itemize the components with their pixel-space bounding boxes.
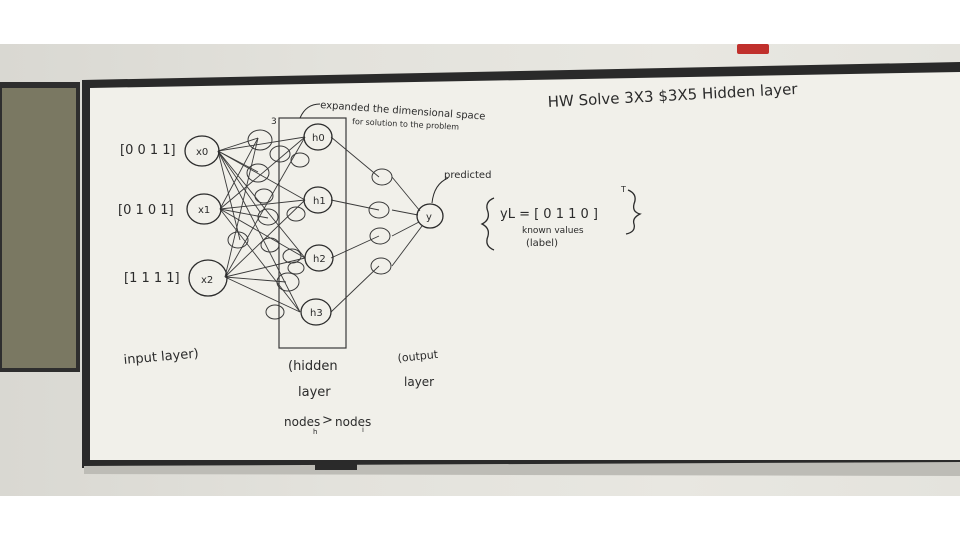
input-vector-2: [1 1 1 1] xyxy=(124,271,180,286)
equation-superscript: T xyxy=(620,185,626,194)
nodes-note-i: nodes xyxy=(335,415,371,429)
input-vector-1: [0 1 0 1] xyxy=(118,203,174,218)
nodes-subscript-h: h xyxy=(313,428,317,436)
output-layer-label-1: (output xyxy=(397,348,439,365)
nodes-subscript-i: i xyxy=(362,426,364,434)
hidden-node-h0: h0 xyxy=(303,123,333,151)
svg-text:x2: x2 xyxy=(201,275,213,286)
hidden-node-h1: h1 xyxy=(303,186,333,214)
hidden-layer-box xyxy=(278,117,347,349)
input-vector-0: [0 0 1 1] xyxy=(120,143,176,158)
eraser xyxy=(315,461,357,470)
known-values: known values xyxy=(522,226,584,236)
corkboard xyxy=(2,88,76,368)
hidden-node-h3: h3 xyxy=(300,298,332,326)
hidden-node-h2: h2 xyxy=(304,244,334,272)
svg-text:x0: x0 xyxy=(196,147,208,158)
svg-text:x1: x1 xyxy=(198,205,210,216)
input-layer-label: input layer) xyxy=(123,346,199,368)
annotation-pointer xyxy=(299,103,321,119)
output-layer-label-2: layer xyxy=(404,375,434,389)
equation-brace-right xyxy=(625,189,642,235)
svg-text:h0: h0 xyxy=(312,133,325,144)
equation-brace-left xyxy=(480,197,495,251)
whiteboard-scene: x0 x1 x2 [0 0 1 1] [0 1 0 1] [1 1 1 1] xyxy=(0,44,960,476)
hidden-tag: 3 xyxy=(271,117,277,127)
hidden-layer-label-2: layer xyxy=(298,385,331,400)
marker-tray xyxy=(84,462,960,476)
input-nodes: x0 x1 x2 xyxy=(184,135,228,297)
svg-text:h2: h2 xyxy=(313,254,326,265)
svg-text:h1: h1 xyxy=(313,196,326,207)
svg-text:y: y xyxy=(426,212,432,223)
predicted-arrow xyxy=(431,177,449,204)
input-node-x1: x1 xyxy=(186,193,222,225)
intermediate-nodes xyxy=(227,129,393,320)
input-node-x0: x0 xyxy=(184,135,220,167)
nodes-note-h: nodes xyxy=(284,415,320,429)
fire-alarm xyxy=(737,44,769,54)
svg-text:h3: h3 xyxy=(310,308,323,319)
classroom-wall: x0 x1 x2 [0 0 1 1] [0 1 0 1] [1 1 1 1] xyxy=(0,44,960,496)
input-node-x2: x2 xyxy=(188,259,228,297)
equation: yL = [ 0 1 1 0 ] xyxy=(500,207,598,222)
whiteboard-surface xyxy=(90,72,960,460)
hidden-layer-label-1: (hidden xyxy=(288,359,338,374)
network-connections xyxy=(217,136,423,313)
predicted-label: predicted xyxy=(444,170,491,181)
output-node-y: y xyxy=(416,203,444,229)
label-note: (label) xyxy=(526,238,558,249)
nodes-greater-than: > xyxy=(322,413,333,428)
hidden-nodes: h0 h1 h2 h3 xyxy=(300,123,334,326)
